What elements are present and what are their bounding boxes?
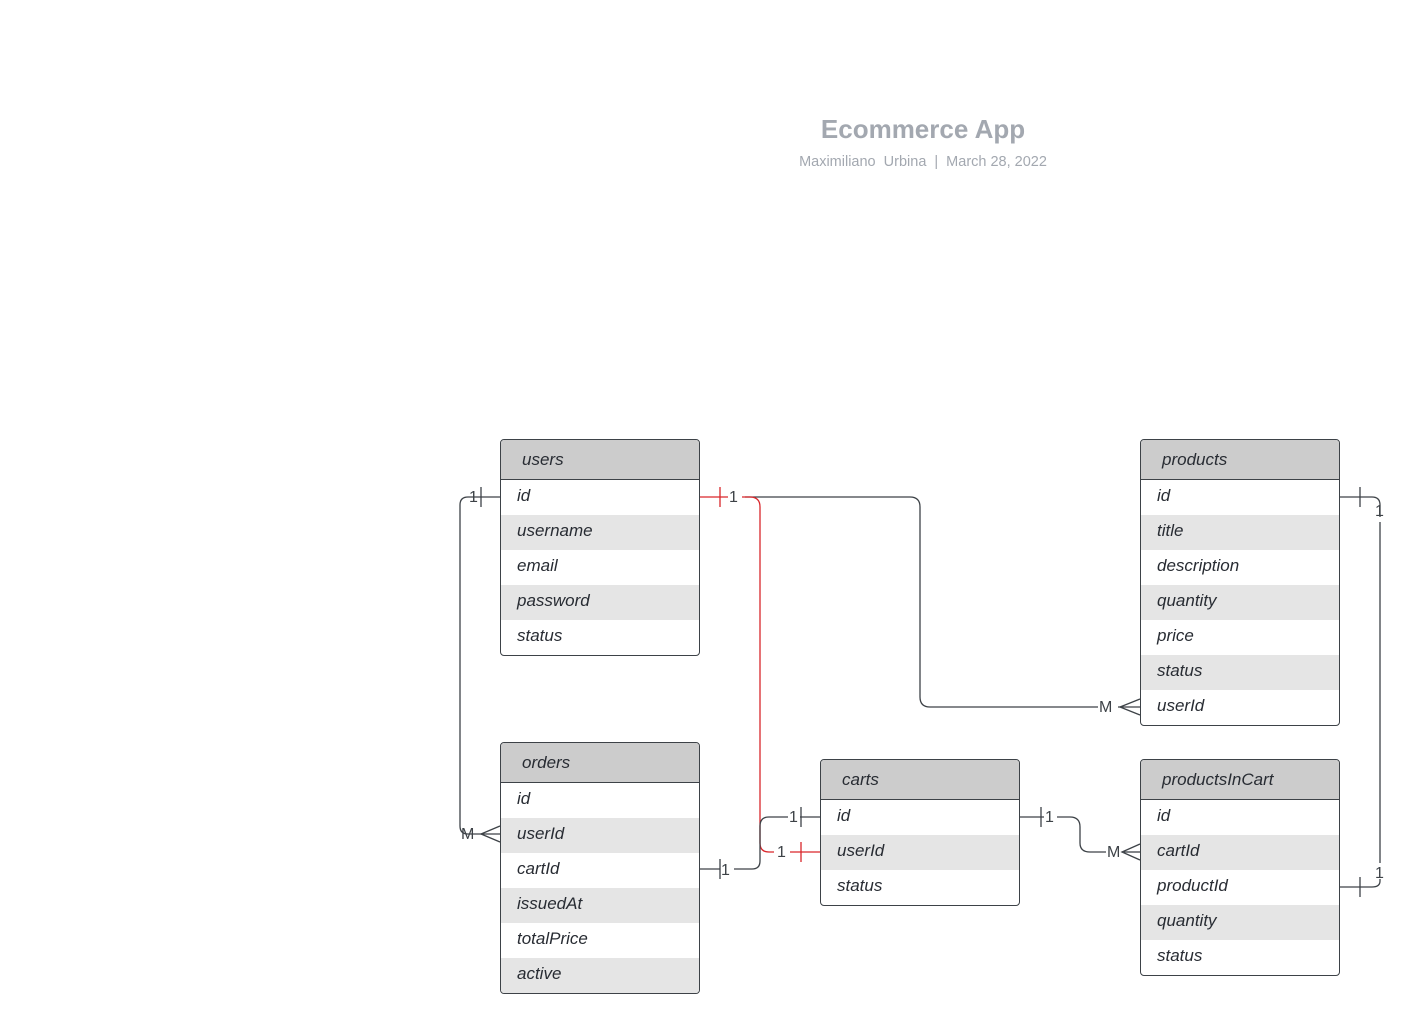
entity-header[interactable]: productsInCart <box>1141 760 1339 800</box>
field-row[interactable]: status <box>1141 655 1339 690</box>
field-row[interactable]: price <box>1157 626 1194 645</box>
entity-header[interactable]: users <box>501 440 699 480</box>
card-users-carts-one-start: 1 <box>729 489 738 506</box>
field-row[interactable]: quantity <box>1141 585 1339 620</box>
field-row[interactable]: cartId <box>1141 835 1339 870</box>
field-row[interactable]: password <box>501 585 699 620</box>
relation-orders-carts[interactable] <box>700 807 820 879</box>
field-row[interactable]: username <box>501 515 699 550</box>
diagram-date: March 28, 2022 <box>946 154 1047 170</box>
field-row[interactable]: description <box>1157 556 1240 575</box>
diagram-meta: Maximiliano Urbina | March 28, 2022 <box>723 154 1123 170</box>
diagram-title: Ecommerce App <box>820 114 1026 144</box>
entity-carts[interactable]: carts id userId status <box>820 759 1020 906</box>
entity-productsincart[interactable]: productsInCart id cartId productId quant… <box>1140 759 1340 976</box>
relation-carts-productsincart[interactable] <box>1020 807 1141 861</box>
field-row[interactable]: status <box>517 626 563 645</box>
entity-orders[interactable]: orders id userId cartId issuedAt totalPr… <box>500 742 700 994</box>
card-users-orders-many: M <box>461 826 474 843</box>
entity-header[interactable]: carts <box>821 760 1019 800</box>
field-row[interactable]: id <box>837 806 851 825</box>
field-row[interactable]: productId <box>1157 876 1228 895</box>
field-row[interactable]: id <box>1157 806 1171 825</box>
card-carts-productsincart-many: M <box>1107 844 1120 861</box>
meta-separator: | <box>934 154 939 170</box>
field-row[interactable]: userId <box>821 835 1019 870</box>
entity-users[interactable]: users id username email password status <box>500 439 700 656</box>
entity-products[interactable]: products id title description quantity p… <box>1140 439 1340 726</box>
entity-header[interactable]: orders <box>501 743 699 783</box>
field-row[interactable]: title <box>1141 515 1339 550</box>
field-row[interactable]: cartId <box>517 859 560 878</box>
card-carts-productsincart-one: 1 <box>1045 809 1054 826</box>
entity-header[interactable]: products <box>1141 440 1339 480</box>
field-row[interactable]: issuedAt <box>501 888 699 923</box>
field-row[interactable]: active <box>501 958 699 993</box>
field-row[interactable]: status <box>837 876 883 895</box>
card-users-carts-one-end: 1 <box>777 844 786 861</box>
relation-users-products[interactable] <box>745 496 1141 716</box>
relation-users-carts[interactable] <box>700 487 820 862</box>
relation-products-productsincart[interactable] <box>1340 487 1381 897</box>
card-orders-carts-one-start: 1 <box>721 862 730 879</box>
card-products-productsincart-one-end: 1 <box>1375 865 1384 882</box>
field-row[interactable]: quantity <box>1141 905 1339 940</box>
card-products-productsincart-one-start: 1 <box>1375 503 1384 520</box>
field-row[interactable]: email <box>517 556 558 575</box>
field-row[interactable]: id <box>517 486 531 505</box>
field-row[interactable]: status <box>1157 946 1203 965</box>
field-row[interactable]: id <box>1157 486 1171 505</box>
card-users-orders-one: 1 <box>469 489 478 506</box>
card-orders-carts-one-end: 1 <box>789 809 798 826</box>
field-row[interactable]: id <box>517 789 531 808</box>
card-users-products-many: M <box>1099 699 1112 716</box>
field-row[interactable]: userId <box>1157 696 1205 715</box>
author-name: Maximiliano Urbina <box>799 154 927 170</box>
field-row[interactable]: totalPrice <box>517 929 588 948</box>
relation-users-orders[interactable] <box>459 487 501 843</box>
field-row[interactable]: userId <box>501 818 699 853</box>
